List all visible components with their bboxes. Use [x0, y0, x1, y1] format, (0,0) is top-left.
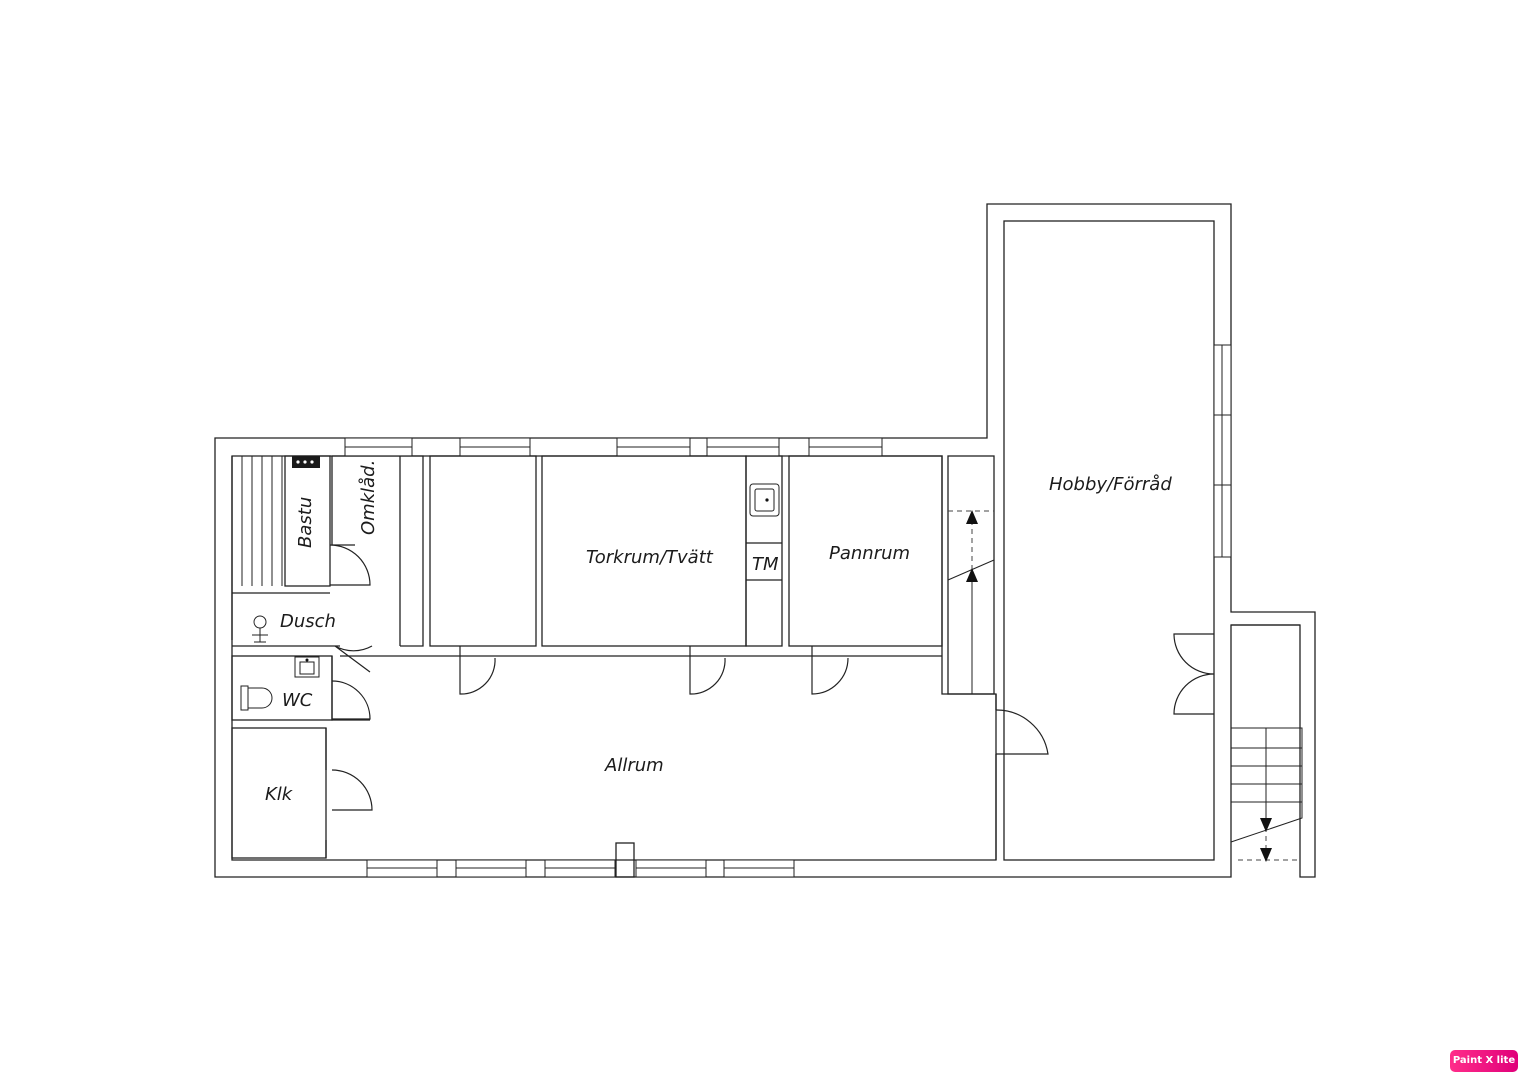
stairs [947, 510, 1303, 862]
sauna-heater-icon [292, 456, 320, 468]
label-torkrum: Torkrum/Tvätt [586, 547, 714, 568]
label-omklad: Omklåd. [358, 460, 379, 535]
toilet-icon [240, 685, 273, 711]
sauna-bench-icon [241, 456, 283, 586]
interior-walls [231, 455, 997, 860]
label-bastu: Bastu [295, 497, 316, 548]
label-tm: TM [752, 554, 779, 575]
label-klk: Klk [265, 784, 294, 805]
laundry-sink-icon [749, 483, 780, 517]
room-labels: Bastu Omklåd. Dusch WC Klk Torkrum/Tvätt… [265, 460, 1172, 805]
windows [344, 344, 1232, 878]
label-dusch: Dusch [280, 611, 336, 632]
label-hobby: Hobby/Förråd [1049, 474, 1172, 495]
wc-sink-icon [294, 656, 320, 678]
doors [329, 544, 1215, 811]
exterior-walls [214, 203, 1316, 878]
label-pannrum: Pannrum [829, 543, 910, 564]
label-allrum: Allrum [604, 755, 664, 776]
label-wc: WC [282, 690, 313, 711]
paint-x-lite-badge: Paint X lite [1450, 1050, 1518, 1072]
shower-icon [252, 615, 268, 643]
